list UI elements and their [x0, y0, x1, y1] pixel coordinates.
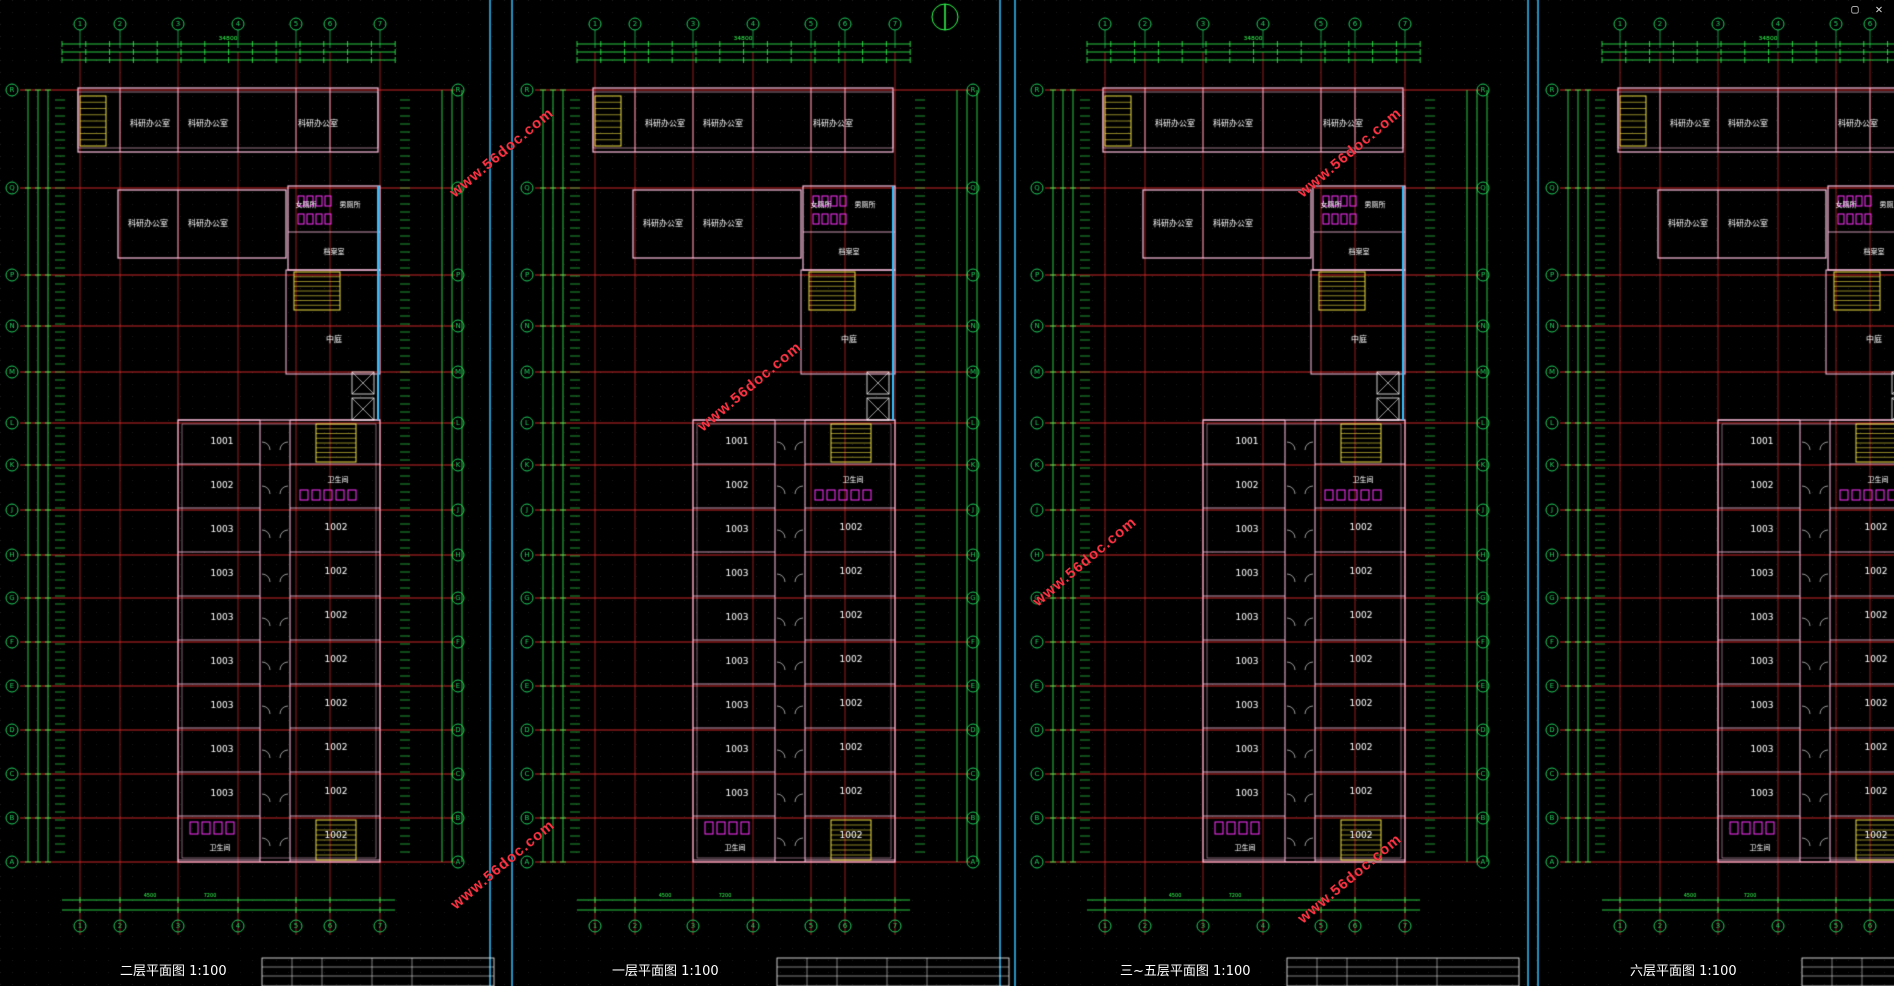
sheet-scale-text: 1:100 [185, 964, 227, 979]
sheet-title-4: 六层平面图 1:100 [1630, 960, 1737, 979]
sheet-title-2: 一层平面图 1:100 [612, 960, 719, 979]
sheet-title-1: 二层平面图 1:100 [120, 960, 227, 979]
sheet-scale-text: 1:100 [1208, 964, 1251, 979]
sheet-title-text: 一层平面图 [612, 964, 678, 979]
sheet-scale-text: 1:100 [677, 964, 719, 979]
sheet-scale-text: 1:100 [1695, 964, 1737, 979]
restore-window-icon[interactable]: ▢ [1851, 2, 1859, 16]
sheet-title-3: 三~五层平面图 1:100 [1120, 960, 1251, 979]
sheet-title-text: 三~五层平面图 [1120, 964, 1209, 979]
close-window-icon[interactable]: ✕ [1875, 2, 1883, 16]
sheet-title-text: 六层平面图 [1630, 964, 1696, 979]
sheet-title-text: 二层平面图 [120, 964, 186, 979]
